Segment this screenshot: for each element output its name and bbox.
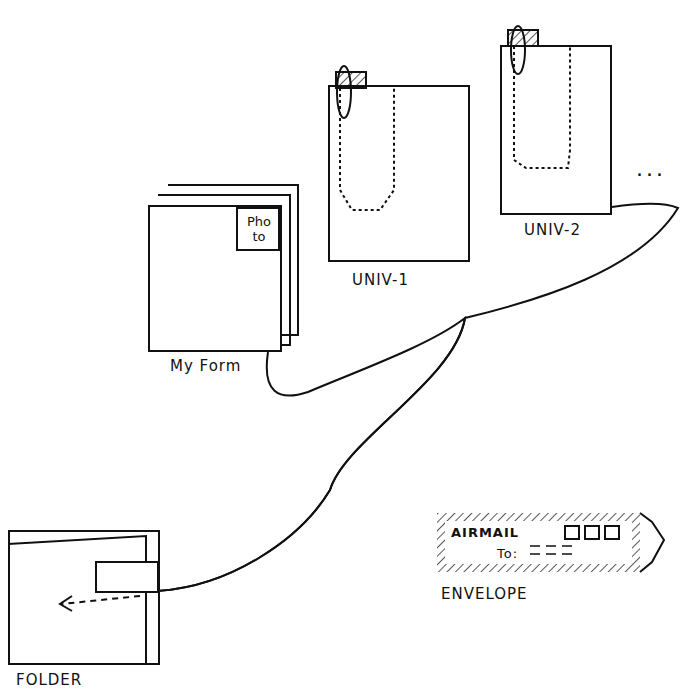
university-page: UNIV-2 — [500, 45, 612, 215]
university-page: UNIV-1 — [328, 85, 470, 262]
univ1-clip — [336, 66, 394, 210]
page-label: UNIV-1 — [352, 271, 409, 289]
photo-label: Pho to — [242, 214, 276, 244]
photo-box: Pho to — [236, 207, 280, 251]
address-label: To: — [497, 545, 518, 563]
envelope-mark: AIRMAIL — [451, 524, 519, 542]
folder-label: FOLDER — [16, 671, 82, 689]
univ2-clip — [508, 26, 570, 168]
continuation-mark: ... — [636, 160, 666, 178]
form-label: My Form — [170, 357, 241, 375]
envelope: AIRMAILTo:ENVELOPE — [437, 513, 640, 572]
page-label: UNIV-2 — [524, 221, 581, 239]
folder: FOLDER — [8, 530, 160, 665]
folder-details — [8, 536, 158, 665]
envelope-details — [437, 513, 664, 572]
envelope-label: ENVELOPE — [441, 585, 528, 603]
brace-connector — [160, 318, 465, 591]
form-sheet: My FormPho to — [148, 205, 282, 352]
